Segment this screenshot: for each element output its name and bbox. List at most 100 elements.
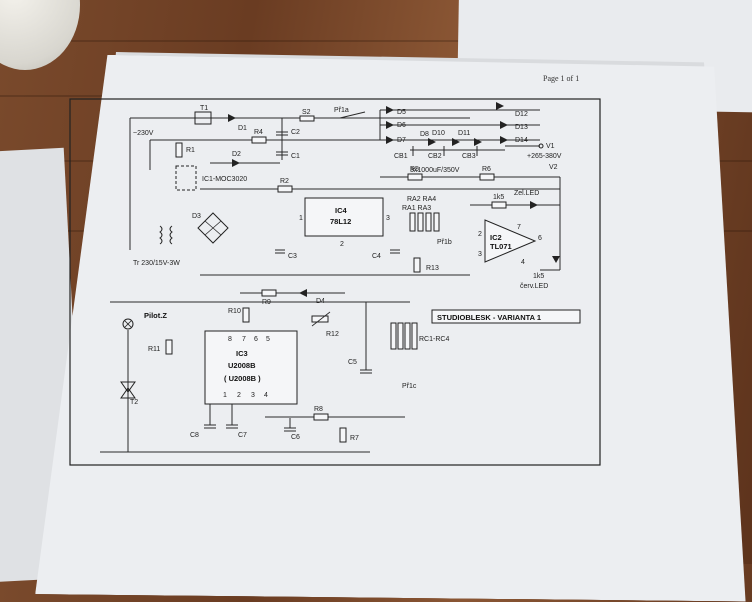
r-1k5b-label: 1k5 <box>533 273 544 280</box>
d13-label: D13 <box>515 124 528 131</box>
pilot-lamp: Pilot.Z <box>122 311 167 330</box>
cb3-label: CB3 <box>462 153 476 160</box>
r12-label: R12 <box>326 331 339 338</box>
ic4-pin2: 2 <box>340 241 344 248</box>
pilot-label: Pilot.Z <box>144 311 167 320</box>
resistor-r11: R11 <box>148 339 173 355</box>
diode-d4: D4 <box>299 289 325 305</box>
ic3-pin6: 6 <box>254 336 258 343</box>
d8-label: D8 <box>420 131 429 138</box>
ic2-pin7: 7 <box>517 224 521 231</box>
r4-label: R4 <box>254 129 263 136</box>
r13-label: R13 <box>426 265 439 272</box>
d5-label: D5 <box>397 109 406 116</box>
r-1k5a-label: 1k5 <box>493 194 504 201</box>
ic3-pin2: 2 <box>237 392 241 399</box>
capacitor-c4: C4 <box>372 249 400 260</box>
r6-label: R6 <box>482 166 491 173</box>
c4-label: C4 <box>372 253 381 260</box>
capacitor-c6: C6 <box>284 418 300 441</box>
triac-t1: T1 <box>194 105 212 125</box>
diode-d1: D1 <box>228 114 247 132</box>
ic3-pin3: 3 <box>251 392 255 399</box>
led-green: 1k5 Zel.LED <box>470 190 560 209</box>
c7-label: C7 <box>238 432 247 439</box>
ic4-pin3: 3 <box>386 215 390 222</box>
switch-pr1a: Př1a <box>334 107 366 119</box>
schematic-frame <box>69 98 601 466</box>
r8-label: R8 <box>314 406 323 413</box>
ic3-part-label: U2008B <box>228 361 256 370</box>
ic4-pin1: 1 <box>299 215 303 222</box>
ic3-label: IC3 <box>236 349 248 358</box>
r11-label: R11 <box>148 346 160 353</box>
r10-label: R10 <box>228 308 241 315</box>
pr1b-label: Př1b <box>437 239 452 246</box>
page-header: Page 1 of 1 <box>543 74 580 83</box>
resistor-r4: R4 <box>251 129 267 144</box>
v1-label: V1 <box>546 143 555 150</box>
potentiometer-r12: R12 <box>311 311 339 338</box>
tr-label: Tr 230/15V-3W <box>133 260 180 267</box>
capacitor-c7: C7 <box>226 404 247 439</box>
led-green-label: Zel.LED <box>514 190 539 197</box>
v1-range-label: +265-380V <box>527 153 562 160</box>
ic2-pin6: 6 <box>538 235 542 242</box>
optocoupler-ic1: IC1-MOC3020 <box>175 165 247 191</box>
resistor-r7: R7 <box>339 427 359 443</box>
r7-label: R7 <box>350 435 359 442</box>
ic1-label: IC1-MOC3020 <box>202 176 247 183</box>
diode-d2: D2 <box>210 151 280 167</box>
c5-label: C5 <box>348 359 357 366</box>
s2-label: S2 <box>302 109 311 116</box>
ic3-pin4: 4 <box>264 392 268 399</box>
d12-label: D12 <box>515 111 528 118</box>
ic4-label: IC4 <box>335 206 348 215</box>
mains-label: ~230V <box>133 130 154 137</box>
ic2-label: IC2 <box>490 233 502 242</box>
cap-spec-label: 3x1000uF/350V <box>410 167 460 174</box>
d11-label: D11 <box>458 130 470 137</box>
ic2-pin4: 4 <box>521 259 525 266</box>
d3-label: D3 <box>192 213 201 220</box>
pr1a-label: Př1a <box>334 107 349 114</box>
ra-top-label: RA2 RA4 <box>407 196 436 203</box>
ic3-part2-label: ( U2008B ) <box>224 374 261 383</box>
t2-label: T2 <box>130 399 138 406</box>
resistor-r5: R5 <box>380 166 560 181</box>
bridge-d3: D3 <box>192 212 229 244</box>
title-label: STUDIOBLESK - VARIANTA 1 <box>437 313 541 322</box>
controller-ic3: 8 7 6 5 IC3 U2008B ( U2008B ) 1 2 3 4 <box>204 330 298 405</box>
capacitor-c2: C2 <box>276 118 300 160</box>
r2-label: R2 <box>280 178 289 185</box>
resistor-r8: R8 <box>265 406 405 421</box>
capacitor-c8: C8 <box>190 404 216 439</box>
c2-label: C2 <box>291 129 300 136</box>
triac-t2: T2 <box>120 330 138 452</box>
rc-label: RC1-RC4 <box>419 336 449 343</box>
v2-label: V2 <box>549 164 558 171</box>
ic2-pin3: 3 <box>478 251 482 258</box>
d1-label: D1 <box>238 125 247 132</box>
ic3-pin1: 1 <box>223 392 227 399</box>
circuit-schematic: ~230V T1 D1 D2 R4 C2 C1 S2 Př1a <box>69 98 601 466</box>
resistor-r2: R2 <box>200 178 560 193</box>
capacitor-bank: CB1 CB2 CB3 3x1000uF/350V <box>394 146 505 174</box>
c6-label: C6 <box>291 434 300 441</box>
c8-label: C8 <box>190 432 199 439</box>
ic2-part-label: TL071 <box>490 242 512 251</box>
ic2-pin2: 2 <box>478 231 482 238</box>
title-box: STUDIOBLESK - VARIANTA 1 <box>431 309 581 324</box>
opamp-ic2: IC2 TL071 2 3 4 6 7 <box>478 219 542 266</box>
resistor-r1: R1 <box>175 142 195 158</box>
d10-label: D10 <box>432 130 445 137</box>
ra-bottom-label: RA1 RA3 <box>402 205 431 212</box>
resistor-r13: R13 <box>413 257 439 273</box>
r5-label: R5 <box>410 166 419 173</box>
resistor-r9: R9 <box>240 289 345 306</box>
switch-s2: S2 <box>299 109 315 122</box>
regulator-ic4: IC4 78L12 1 2 3 <box>299 197 390 248</box>
capacitor-c3: C3 <box>275 249 297 260</box>
d6-label: D6 <box>397 122 406 129</box>
diode-bank: D5 D6 D7 D8 D10 D11 D12 D13 D14 <box>379 102 540 146</box>
